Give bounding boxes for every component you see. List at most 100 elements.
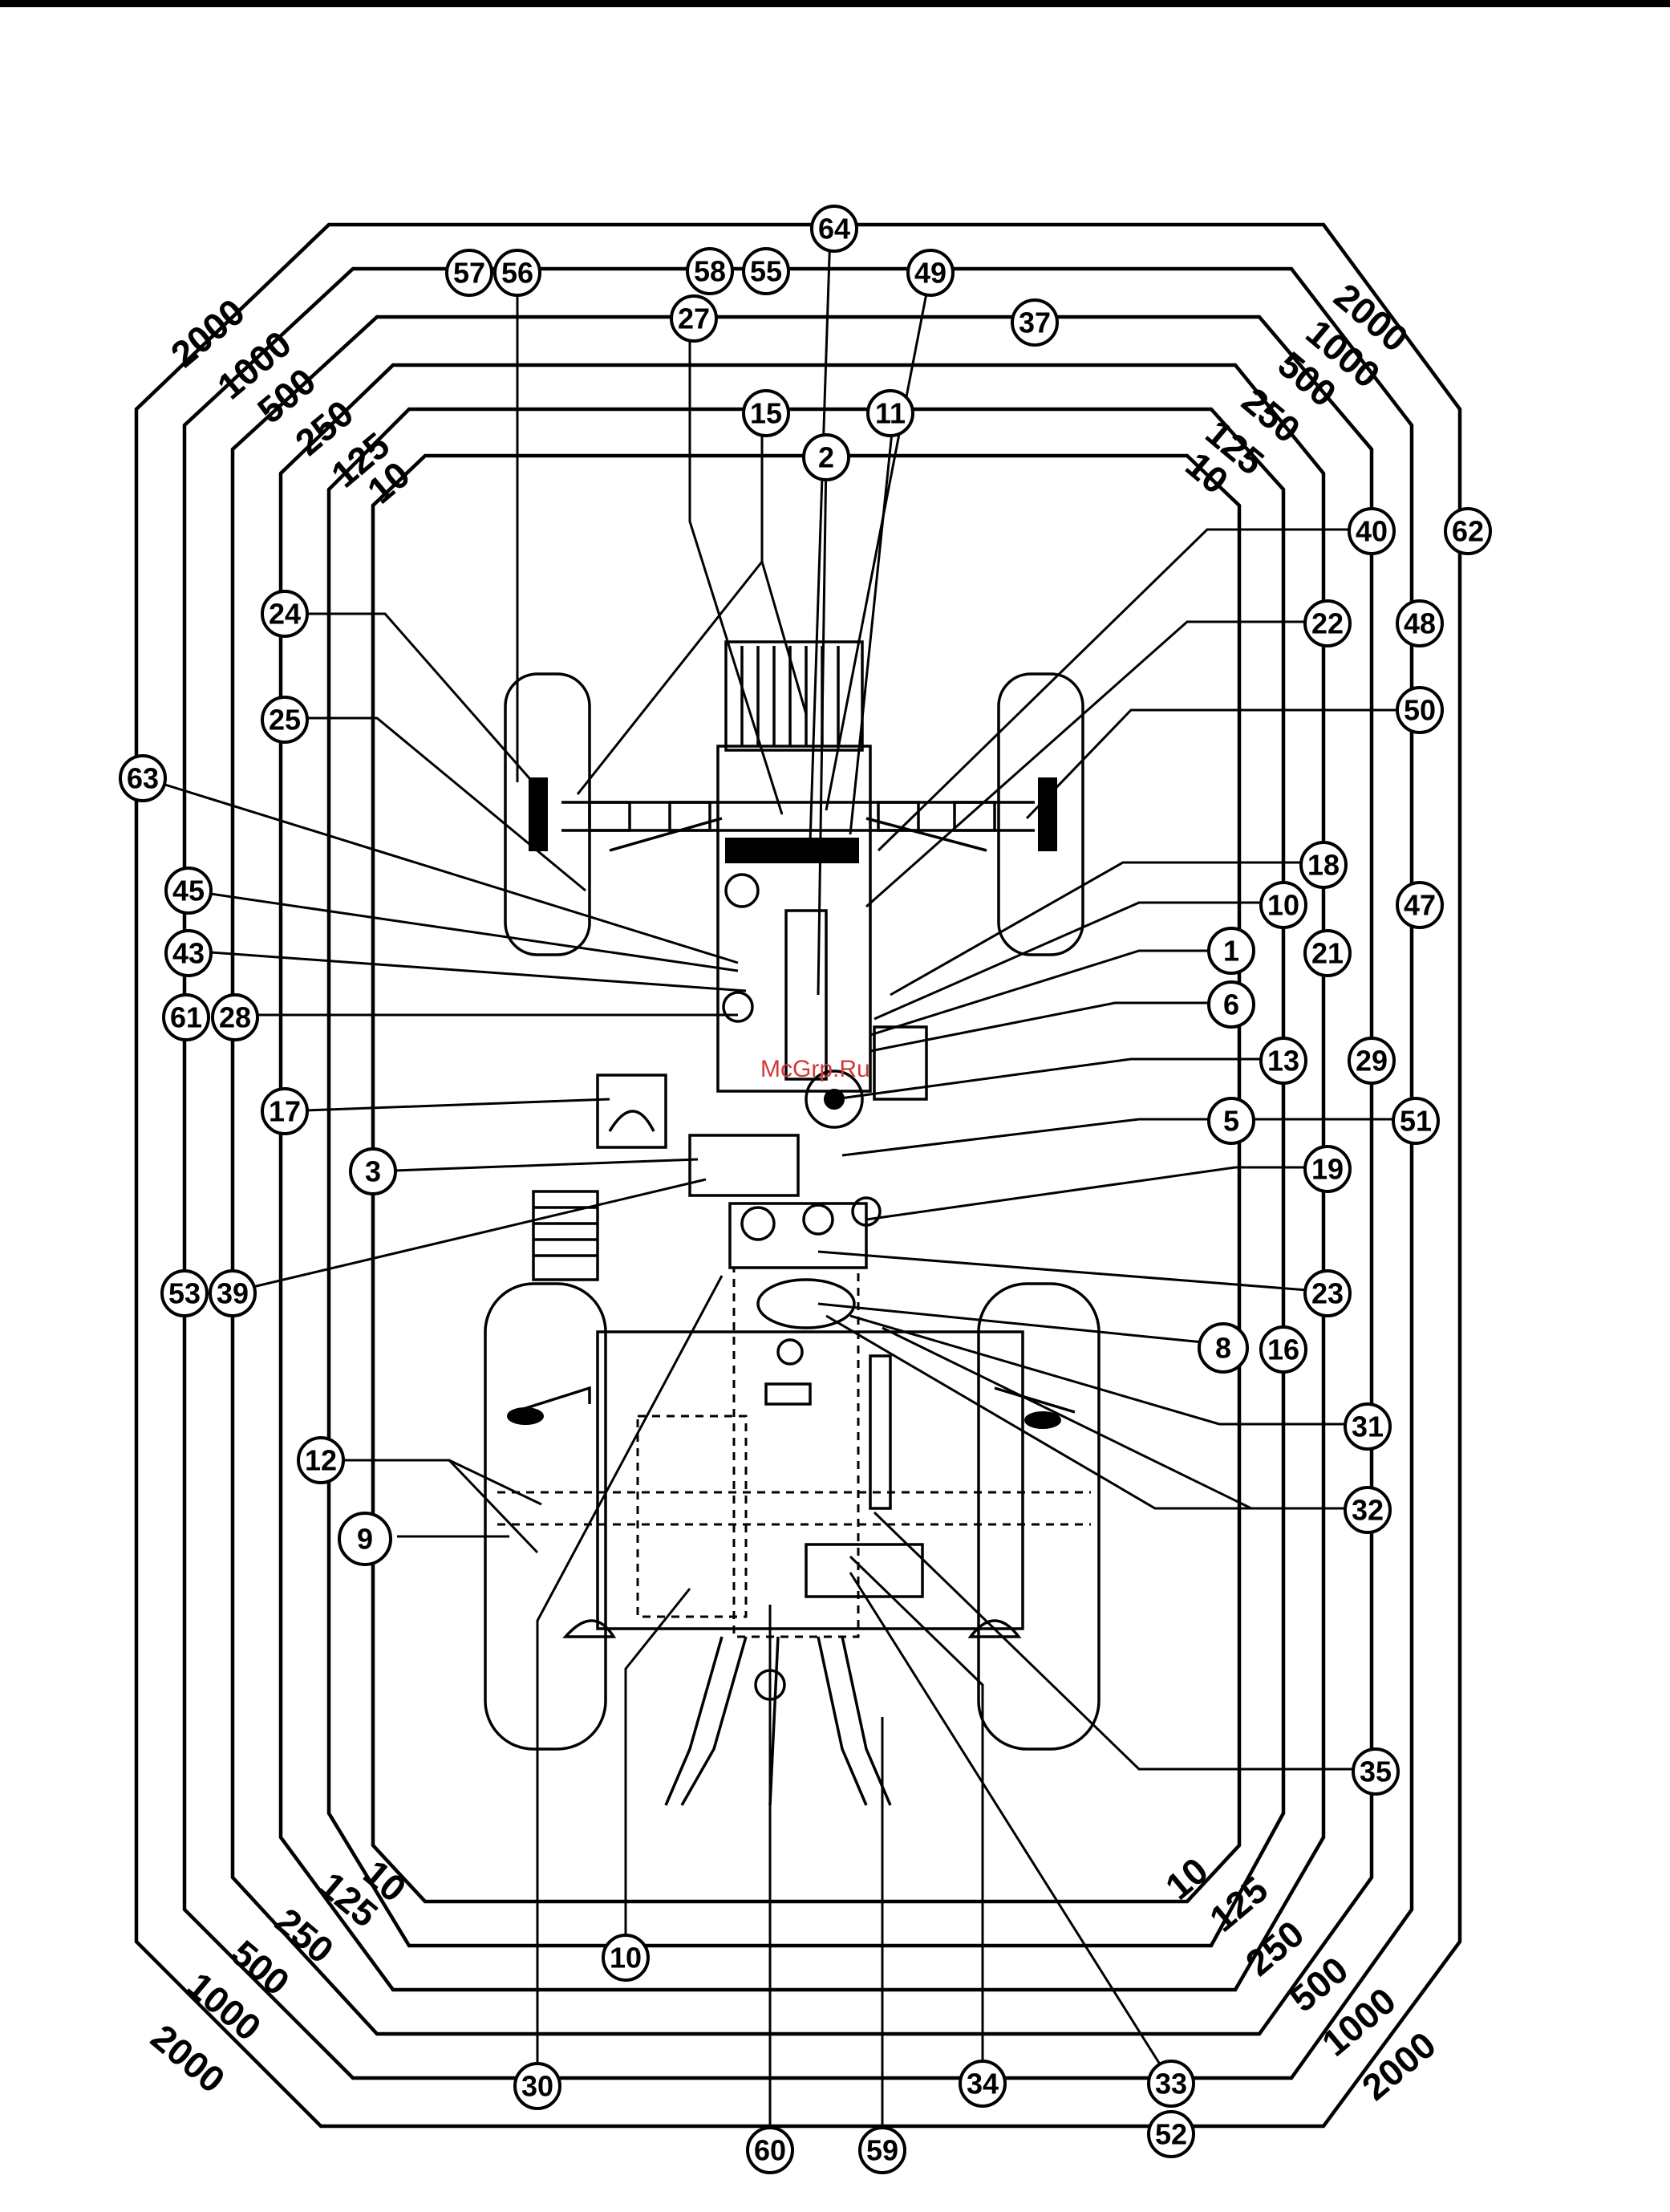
front-left-hub bbox=[529, 778, 547, 850]
left-headlight bbox=[508, 1408, 543, 1424]
axle-bracket-1 bbox=[590, 802, 630, 830]
svg-text:13: 13 bbox=[1267, 1045, 1299, 1078]
callout-33: 33 bbox=[1149, 2061, 1194, 2106]
svg-text:48: 48 bbox=[1404, 607, 1436, 640]
callout-30: 30 bbox=[515, 2064, 560, 2109]
leader-17 bbox=[285, 1099, 610, 1111]
callout-8: 8 bbox=[1199, 1324, 1247, 1372]
leader-1 bbox=[870, 951, 1231, 1035]
right-headlight-arm bbox=[995, 1388, 1075, 1412]
fuel-tank-lines bbox=[533, 1207, 598, 1256]
ring-labels-top-left: 2000 1000 500 250 125 10 bbox=[163, 290, 418, 512]
leader-43 bbox=[188, 951, 746, 991]
svg-text:47: 47 bbox=[1404, 889, 1436, 922]
svg-text:61: 61 bbox=[170, 1001, 202, 1034]
callout-61: 61 bbox=[164, 995, 209, 1040]
svg-text:59: 59 bbox=[866, 2134, 898, 2167]
callout-28: 28 bbox=[213, 995, 257, 1040]
callout-21: 21 bbox=[1305, 931, 1350, 976]
ring-label-10-br: 10 bbox=[1157, 1849, 1216, 1908]
svg-text:9: 9 bbox=[357, 1523, 373, 1556]
svg-text:23: 23 bbox=[1311, 1277, 1344, 1310]
leader-50 bbox=[1027, 710, 1420, 818]
svg-text:11: 11 bbox=[875, 397, 906, 430]
steering-wheel bbox=[758, 1280, 854, 1328]
svg-text:34: 34 bbox=[967, 2068, 999, 2100]
svg-text:30: 30 bbox=[521, 2070, 553, 2103]
svg-text:3: 3 bbox=[365, 1155, 381, 1188]
svg-text:58: 58 bbox=[694, 255, 726, 288]
callout-19: 19 bbox=[1305, 1147, 1350, 1191]
callout-27: 27 bbox=[671, 296, 716, 341]
callout-32: 32 bbox=[1345, 1488, 1390, 1532]
dash-gauge-2 bbox=[804, 1205, 833, 1234]
leader-15b bbox=[762, 562, 806, 714]
callout-51: 51 bbox=[1393, 1098, 1438, 1143]
callout-47: 47 bbox=[1397, 883, 1442, 927]
svg-text:22: 22 bbox=[1311, 607, 1344, 640]
svg-text:33: 33 bbox=[1155, 2068, 1187, 2100]
svg-text:32: 32 bbox=[1352, 1494, 1384, 1527]
lower-link-right bbox=[818, 1637, 890, 1805]
callout-59: 59 bbox=[860, 2128, 905, 2173]
callout-15: 15 bbox=[744, 391, 788, 436]
callout-56: 56 bbox=[495, 250, 540, 295]
leader-3 bbox=[373, 1159, 698, 1171]
callout-55: 55 bbox=[744, 249, 788, 294]
interval-ring-500 bbox=[233, 317, 1372, 2034]
oil-filter bbox=[726, 875, 758, 907]
rear-axle bbox=[497, 1492, 1091, 1524]
leader-18 bbox=[890, 862, 1323, 995]
right-headlight bbox=[1025, 1412, 1060, 1428]
dash-gauge-1 bbox=[742, 1207, 774, 1240]
fuel-tank bbox=[533, 1191, 598, 1280]
svg-text:17: 17 bbox=[269, 1095, 301, 1128]
callout-10b: 10 bbox=[603, 1935, 648, 1980]
callout-25: 25 bbox=[262, 697, 307, 742]
callout-60: 60 bbox=[748, 2128, 792, 2173]
svg-text:5: 5 bbox=[1223, 1105, 1239, 1138]
callout-18: 18 bbox=[1301, 842, 1346, 887]
dashboard bbox=[730, 1203, 866, 1268]
watermark-text: McGrp.Ru bbox=[760, 1056, 870, 1082]
callout-29: 29 bbox=[1349, 1038, 1394, 1083]
leader-24 bbox=[285, 614, 529, 778]
callout-48: 48 bbox=[1397, 601, 1442, 646]
callout-13: 13 bbox=[1261, 1038, 1306, 1083]
svg-text:49: 49 bbox=[914, 257, 946, 290]
leader-33 bbox=[850, 1573, 1171, 2082]
lower-link-left bbox=[666, 1637, 746, 1805]
svg-text:40: 40 bbox=[1356, 515, 1388, 548]
svg-text:50: 50 bbox=[1404, 694, 1436, 727]
svg-text:31: 31 bbox=[1352, 1410, 1384, 1443]
callout-57: 57 bbox=[447, 250, 492, 295]
svg-text:35: 35 bbox=[1360, 1755, 1392, 1788]
leader-45 bbox=[188, 891, 738, 971]
leader-12b bbox=[449, 1460, 537, 1552]
leader-34 bbox=[850, 1557, 983, 2082]
callout-63: 63 bbox=[120, 756, 165, 801]
callout-34: 34 bbox=[960, 2061, 1005, 2106]
svg-text:10: 10 bbox=[1267, 889, 1299, 922]
callout-3: 3 bbox=[351, 1149, 395, 1194]
svg-text:27: 27 bbox=[678, 302, 710, 335]
ring-labels-bottom-right: 10 125 250 500 1000 2000 bbox=[1157, 1849, 1444, 2109]
callout-53: 53 bbox=[162, 1271, 207, 1316]
ring-labels-top-right: 2000 1000 500 250 125 10 bbox=[1178, 275, 1417, 502]
pto-lever bbox=[766, 1384, 810, 1404]
svg-text:63: 63 bbox=[127, 762, 159, 795]
svg-text:55: 55 bbox=[750, 255, 782, 288]
svg-text:62: 62 bbox=[1452, 515, 1484, 548]
callout-31: 31 bbox=[1345, 1404, 1390, 1449]
svg-text:18: 18 bbox=[1307, 849, 1340, 882]
leader-15 bbox=[578, 409, 762, 794]
callout-39: 39 bbox=[210, 1271, 255, 1316]
leader-12 bbox=[321, 1460, 541, 1504]
top-border bbox=[0, 0, 1670, 7]
leader-11 bbox=[850, 409, 894, 834]
callout-52: 52 bbox=[1149, 2112, 1194, 2157]
leader-19 bbox=[866, 1167, 1327, 1220]
callout-64: 64 bbox=[812, 206, 857, 251]
brake-pedal bbox=[778, 1340, 802, 1364]
svg-text:15: 15 bbox=[750, 397, 782, 430]
